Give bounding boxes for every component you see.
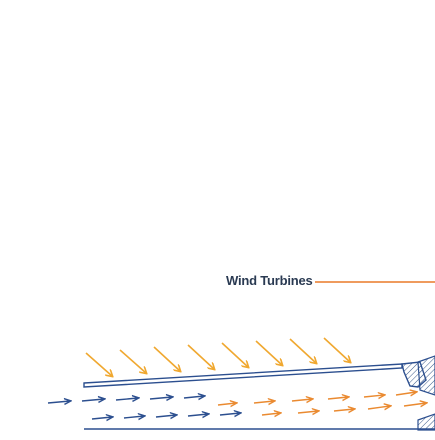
warm-air-arrow xyxy=(217,403,236,405)
cool-air-arrow xyxy=(219,413,240,415)
sun-ray-arrow xyxy=(323,337,350,362)
sun-ray-arrow xyxy=(119,349,146,373)
warm-air-arrow xyxy=(363,395,384,397)
sun-ray-arrow xyxy=(255,340,282,365)
wind-turbines-label: Wind Turbines xyxy=(226,273,313,288)
cool-air-arrow xyxy=(115,398,138,400)
sun-ray-arrow xyxy=(187,344,214,369)
warm-air-arrow xyxy=(297,411,318,413)
warm-air-arrows-row-1 xyxy=(217,392,416,405)
cool-air-arrow xyxy=(47,401,70,403)
warm-air-arrow xyxy=(333,409,354,411)
warm-air-arrow xyxy=(403,403,426,406)
cool-air-arrows-row-2 xyxy=(91,413,240,419)
cool-air-arrow xyxy=(123,416,144,418)
cool-air-arrow xyxy=(91,417,112,419)
cool-air-arrow xyxy=(149,397,172,399)
warm-air-arrow xyxy=(261,413,280,415)
warm-air-arrows-row-2 xyxy=(261,403,426,415)
warm-air-arrow xyxy=(253,401,274,403)
cool-air-arrow xyxy=(183,396,204,398)
warm-air-arrow xyxy=(291,399,312,401)
tower-base xyxy=(401,355,435,431)
sun-ray-arrow xyxy=(289,338,316,363)
cool-air-arrow xyxy=(81,399,104,401)
cool-air-arrow xyxy=(187,414,208,416)
sun-ray-arrows xyxy=(85,337,350,376)
warm-air-arrow xyxy=(327,397,348,399)
warm-air-arrow xyxy=(367,406,390,409)
sun-ray-arrow xyxy=(221,342,248,367)
cool-air-arrow xyxy=(155,415,176,417)
sun-ray-arrow xyxy=(153,346,180,371)
sun-ray-arrow xyxy=(85,352,112,376)
collector-roof xyxy=(83,363,403,388)
warm-air-arrow xyxy=(395,392,416,395)
cool-air-arrows-row-1 xyxy=(47,396,204,403)
